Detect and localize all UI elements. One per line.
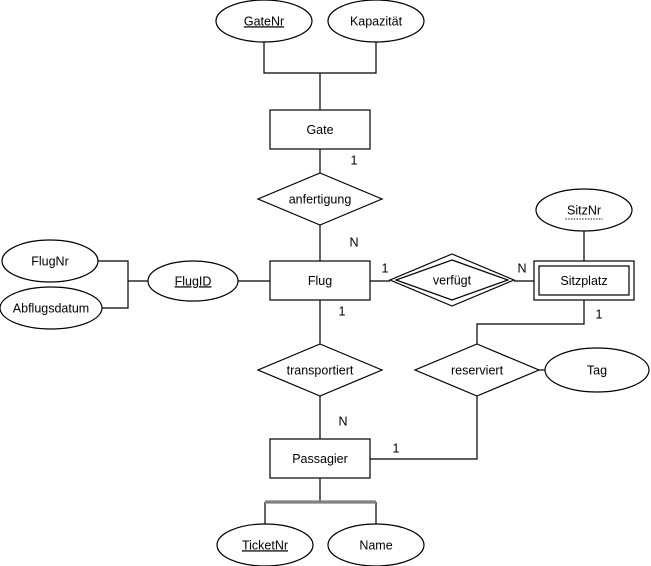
attribute-outline — [1, 239, 99, 283]
attribute-flugid[interactable]: FlugID — [147, 260, 239, 302]
attribute-flugnr[interactable]: FlugNr — [1, 239, 99, 283]
relationship-reserviert[interactable]: reserviert — [413, 343, 541, 397]
entity-label: Passagier — [292, 452, 348, 466]
relationship-outline — [256, 343, 384, 397]
entity-outline — [269, 109, 371, 150]
attribute-outline — [544, 347, 650, 393]
relationship-verfuegt[interactable]: verfügt — [388, 253, 516, 307]
attribute-gatenr[interactable]: GateNr — [215, 0, 313, 43]
entity-outline — [269, 260, 371, 301]
attribute-sitznr[interactable]: SitzNr — [535, 188, 633, 232]
entity-inner-outline — [538, 265, 630, 296]
relationship-outline — [256, 172, 384, 226]
entity-gate[interactable]: Gate — [269, 109, 371, 150]
cardinality-transportiert-passagier: N — [338, 414, 347, 428]
attribute-outline — [327, 0, 425, 43]
attribute-outline — [215, 0, 313, 43]
attribute-tag[interactable]: Tag — [544, 347, 650, 393]
entity-label: Gate — [306, 123, 333, 137]
relationship-transportiert[interactable]: transportiert — [256, 343, 384, 397]
attribute-abflugsdatum[interactable]: Abflugsdatum — [0, 286, 103, 330]
attribute-label: GateNr — [244, 14, 284, 28]
attribute-label: Tag — [587, 363, 607, 377]
cardinality-anfertigung-flug: N — [349, 235, 358, 249]
relationship-outline — [388, 253, 516, 307]
entity-passagier[interactable]: Passagier — [269, 438, 371, 479]
attribute-label: Name — [359, 538, 392, 552]
attribute-label: TicketNr — [242, 538, 288, 552]
relationship-inner-outline — [394, 259, 510, 301]
attribute-label: FlugNr — [31, 254, 69, 268]
attribute-outline — [147, 260, 239, 302]
relationship-label: transportiert — [287, 363, 354, 377]
attribute-outline — [535, 188, 633, 232]
entity-sitzplatz[interactable]: Sitzplatz — [533, 260, 635, 301]
attribute-label: Abflugsdatum — [13, 301, 89, 315]
relationship-label: verfügt — [433, 273, 472, 287]
attribute-label: FlugID — [175, 274, 212, 288]
attribute-label: Kapazität — [350, 14, 403, 28]
connector-flugnr-to-bracket[interactable] — [98, 260, 129, 309]
attribute-name[interactable]: Name — [327, 523, 425, 566]
connector-layer — [98, 42, 585, 524]
cardinality-verfuegt-sitzplatz: N — [517, 261, 526, 275]
entity-outline — [269, 438, 371, 479]
attribute-label: SitzNr — [567, 203, 601, 217]
cardinality-gate-anfertigung: 1 — [351, 153, 358, 167]
relationship-label: anfertigung — [289, 192, 352, 206]
attribute-outline — [0, 286, 103, 330]
attribute-ticketnr[interactable]: TicketNr — [216, 523, 314, 566]
cardinality-sitzplatz-reserviert: 1 — [596, 307, 603, 321]
entity-outline — [533, 260, 635, 301]
connector-sitzplatz-to-reserviert[interactable] — [476, 300, 585, 344]
entity-flug[interactable]: Flug — [269, 260, 371, 301]
attribute-outline — [327, 523, 425, 566]
cardinality-passagier-reserviert: 1 — [393, 441, 400, 455]
relationship-label: reserviert — [451, 363, 504, 377]
attribute-outline — [216, 523, 314, 566]
entity-label: Flug — [308, 274, 332, 288]
relationship-anfertigung[interactable]: anfertigung — [256, 172, 384, 226]
connector-passagier-to-reserviert[interactable] — [370, 396, 478, 460]
attribute-kapazitaet[interactable]: Kapazität — [327, 0, 425, 43]
relationship-outline — [413, 343, 541, 397]
cardinality-flug-verfuegt: 1 — [382, 261, 389, 275]
connector-gatenr-to-junction[interactable] — [263, 42, 377, 74]
entity-label: Sitzplatz — [560, 274, 607, 288]
cardinality-flug-transportiert: 1 — [339, 304, 346, 318]
relationship-layer[interactable]: anfertigung verfügt transportiert reservier… — [256, 172, 541, 397]
